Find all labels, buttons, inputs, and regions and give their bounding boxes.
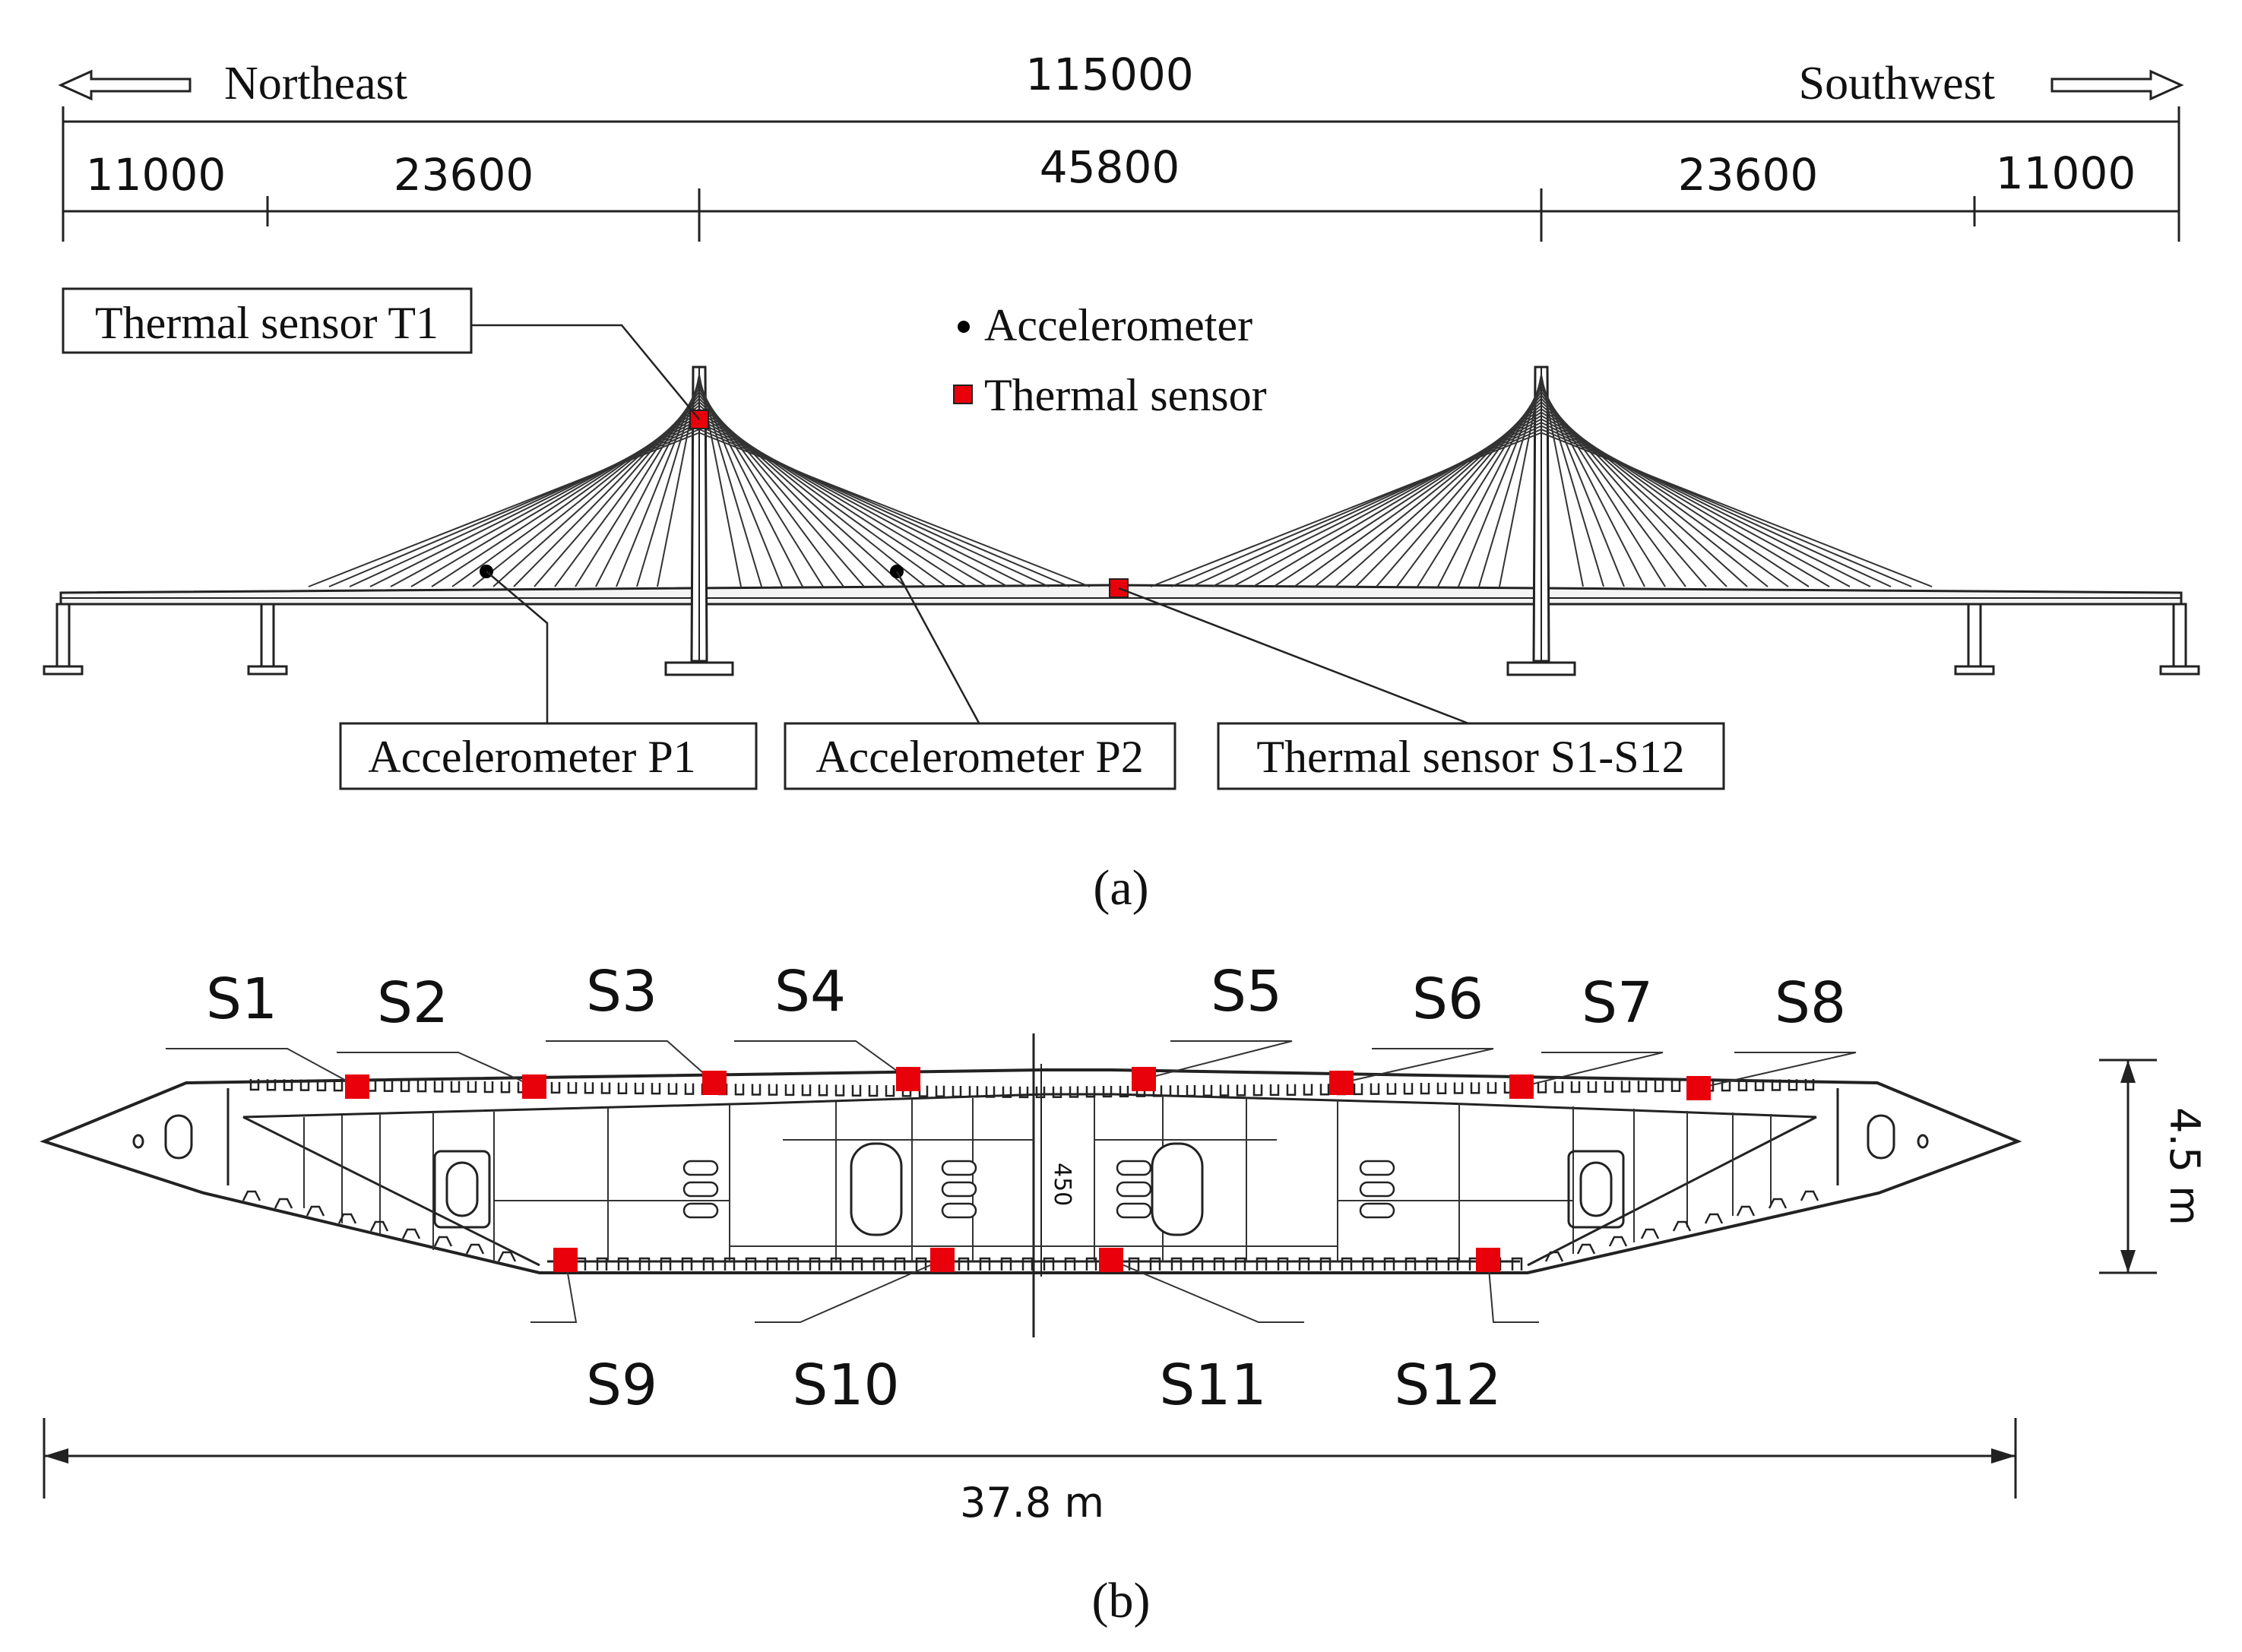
thermal-sensor-marker (522, 1074, 546, 1099)
southwest-label: Southwest (1799, 58, 1995, 109)
sensor-label: S3 (586, 959, 657, 1024)
sensor-label: S9 (586, 1353, 657, 1418)
svg-text:Thermal sensor S1-S12: Thermal sensor S1-S12 (1256, 732, 1684, 782)
height-dimension: 4.5 m (2099, 1059, 2209, 1274)
thermal-sensor-marker (1329, 1071, 1354, 1095)
pier (2159, 603, 2200, 676)
callout-p1: Accelerometer P1 (339, 722, 758, 790)
thermal-sensor-marker (1132, 1067, 1156, 1091)
sensor-label: S5 (1211, 959, 1282, 1024)
width-dimension: 37.8 m (43, 1418, 2017, 1527)
pylon-left (664, 366, 734, 676)
caption-a: (a) (1093, 860, 1148, 916)
northeast-arrow (58, 69, 192, 101)
accelerometer-legend-marker (958, 321, 970, 333)
sensor-label: S1 (206, 967, 277, 1032)
northeast-label: Northeast (224, 58, 407, 109)
sensor-label: S8 (1775, 970, 1846, 1036)
span-label: 11000 (1996, 147, 2136, 199)
span-label: 11000 (86, 149, 226, 201)
accelerometer-legend-label: Accelerometer (984, 300, 1252, 350)
thermal-legend-marker (953, 385, 973, 404)
thermal-sensor-marker (930, 1248, 955, 1272)
svg-text:Thermal sensor T1: Thermal sensor T1 (95, 298, 439, 348)
svg-text:Accelerometer P1: Accelerometer P1 (368, 732, 695, 782)
callout-p2: Accelerometer P2 (784, 722, 1176, 790)
callout-t1: Thermal sensor T1 (62, 287, 473, 354)
span-label: 23600 (394, 149, 534, 201)
thermal-sensor-marker (1099, 1248, 1123, 1272)
span-label: 45800 (1040, 141, 1180, 193)
total-span-label: 115000 (1025, 49, 1193, 100)
thermal-sensor-marker (702, 1071, 727, 1095)
sensor-label: S10 (792, 1353, 899, 1418)
sensor-label: S7 (1582, 970, 1653, 1036)
thermal-sensor-marker (1509, 1074, 1534, 1099)
sensor-label: S4 (774, 959, 846, 1024)
sensor-label: S11 (1159, 1353, 1266, 1418)
bottom-sensor-labels: S9 S10 S11 S12 (586, 1353, 1502, 1418)
thermal-sensor-marker (1476, 1248, 1500, 1272)
thermal-sensor-s-marker (1109, 578, 1129, 598)
sensor-label: S2 (377, 970, 448, 1036)
svg-text:Accelerometer P2: Accelerometer P2 (815, 732, 1143, 782)
pylon-right (1506, 366, 1576, 676)
thermal-sensor-marker (1686, 1076, 1711, 1100)
top-sensor-markers (345, 1067, 1711, 1100)
thermal-sensor-marker (553, 1248, 578, 1272)
sensor-leaders (166, 1040, 1857, 1323)
caption-b: (b) (1092, 1573, 1151, 1628)
pier (247, 603, 288, 676)
total-dimension: 115000 (62, 49, 2180, 242)
pier (1954, 603, 1995, 676)
bottom-sensor-markers (553, 1248, 1500, 1272)
thermal-sensor-marker (896, 1067, 920, 1091)
thermal-sensor-marker (345, 1074, 369, 1099)
sensor-label: S12 (1394, 1353, 1501, 1418)
panel-a: Northeast Southwest 115000 11000 23600 4… (43, 49, 2200, 916)
top-sensor-labels: S1 S2 S3 S4 S5 S6 S7 S8 (206, 959, 1846, 1036)
height-label: 4.5 m (2161, 1107, 2209, 1226)
callout-s-range: Thermal sensor S1-S12 (1217, 722, 1725, 790)
sensor-label: S6 (1412, 967, 1484, 1032)
center-dimension-mark: 450 (1049, 1163, 1075, 1206)
pier (43, 603, 84, 676)
girder-section: 450 (40, 1033, 2022, 1337)
legend: Accelerometer Thermal sensor (953, 300, 1267, 420)
span-label: 23600 (1678, 149, 1819, 201)
width-label: 37.8 m (960, 1479, 1104, 1527)
span-dimensions: 11000 23600 45800 23600 11000 (63, 141, 2179, 242)
southwest-arrow (2050, 69, 2184, 101)
thermal-legend-label: Thermal sensor (984, 370, 1267, 420)
